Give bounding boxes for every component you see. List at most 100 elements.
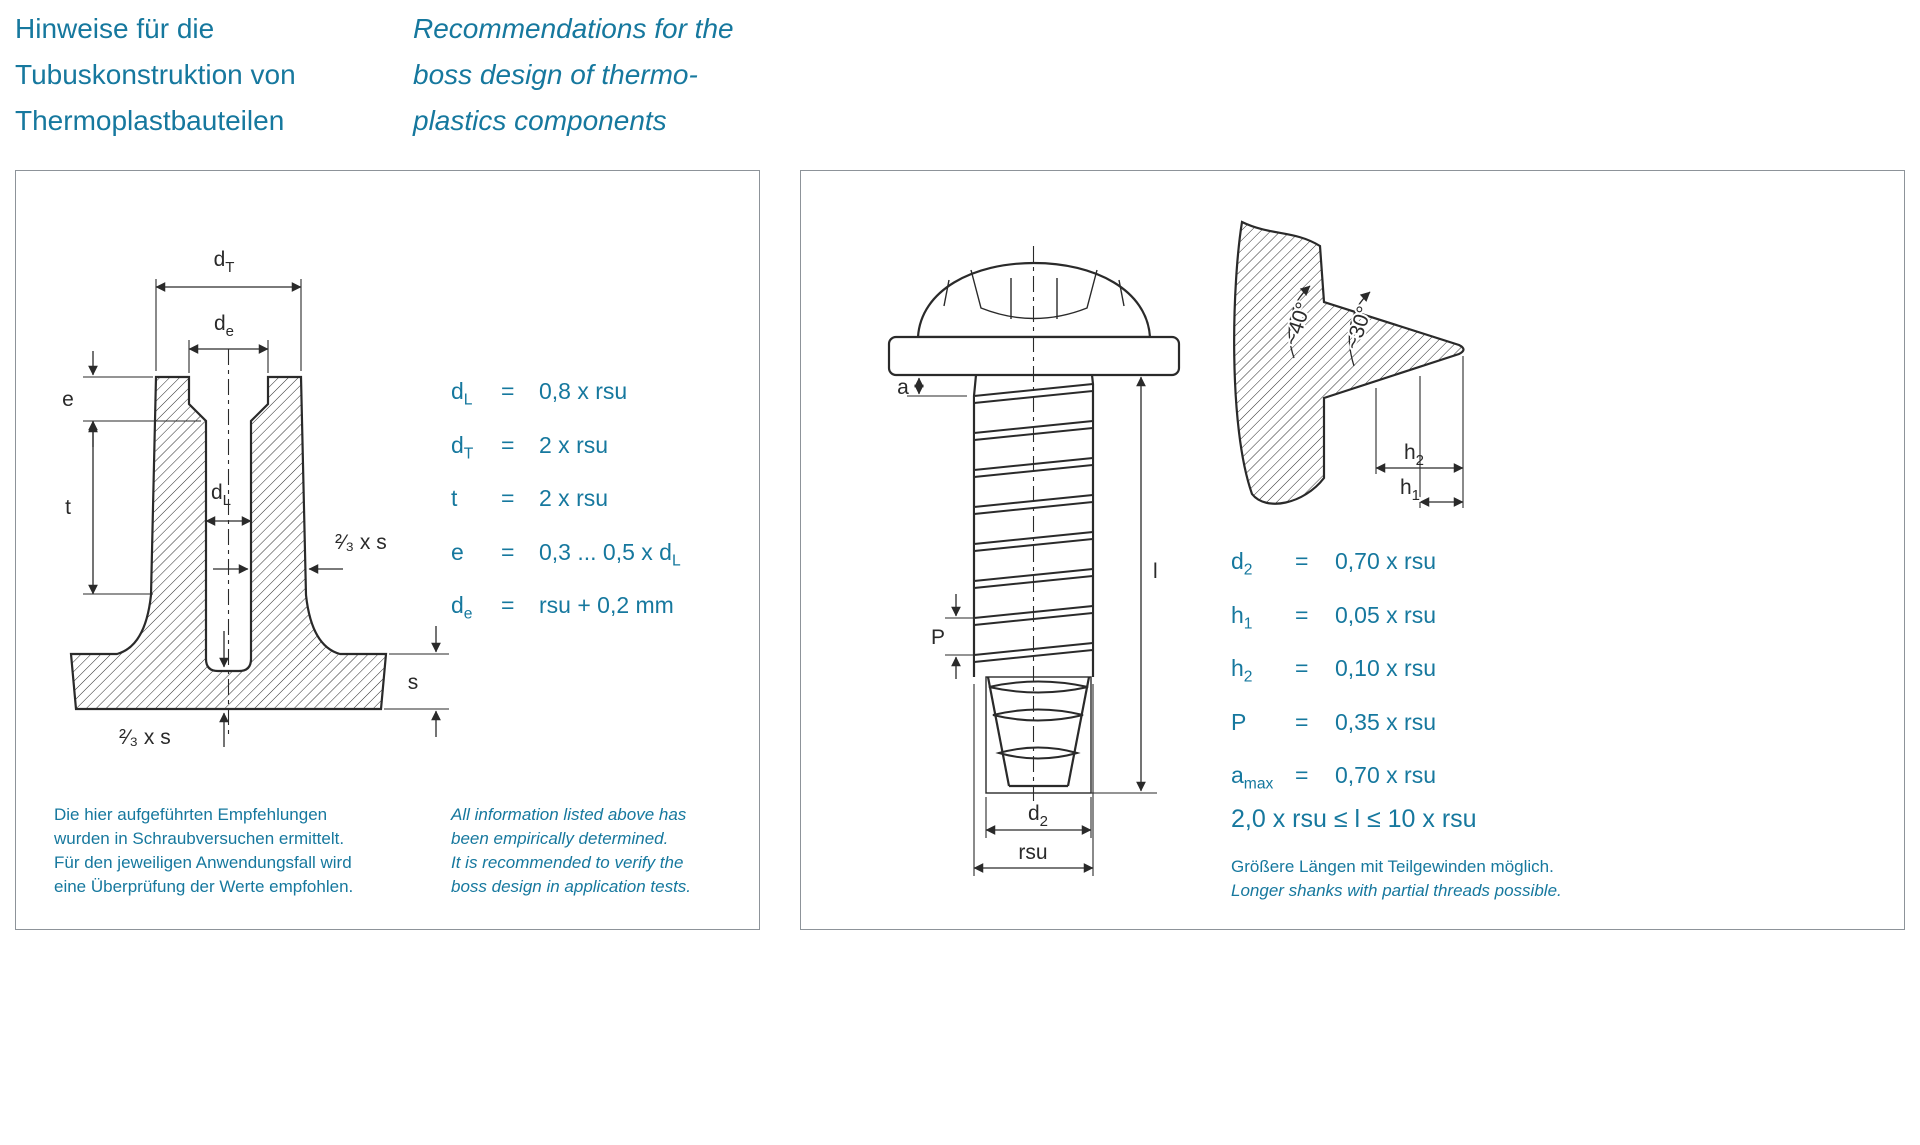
material-section-with-thread-tooth <box>1233 220 1465 505</box>
note-line: It is recommended to verify the <box>451 853 684 872</box>
formula-value: 2 x rsu <box>539 431 609 458</box>
formula-row: amax = 0,70 x rsu <box>1231 753 1436 807</box>
formula-row: P=0,35 x rsu <box>1231 700 1436 754</box>
boss-cross-section-drawing: dT de e t dL <box>62 248 449 749</box>
note-line: boss design in application tests. <box>451 877 692 896</box>
dim-de: de <box>188 312 269 373</box>
formula-row: d2 = 0,70 x rsu <box>1231 539 1436 593</box>
dim-h1: h1 <box>1398 376 1464 508</box>
tip-edge <box>986 676 1011 787</box>
formula-symbol: dT <box>451 431 474 463</box>
length-rule: 2,0 x rsu ≤ l ≤ 10 x rsu <box>1231 805 1477 833</box>
label-d2: d2 <box>1028 802 1048 830</box>
boss-note-en: All information listed above has been em… <box>451 803 691 899</box>
dim-p: P <box>931 594 973 679</box>
formula-value: 0,10 x rsu <box>1335 655 1436 682</box>
formula-symbol: d2 <box>1231 548 1253 579</box>
label-h1: h1 <box>1400 476 1420 504</box>
formula-symbol: h1 <box>1231 601 1253 633</box>
dim-l: l <box>1073 376 1158 794</box>
label-dt: dT <box>214 248 235 276</box>
screw-panel: a P l d2 <box>800 170 1905 930</box>
dim-dt: dT <box>155 248 302 371</box>
formula-row: e = 0,3 ... 0,5 x dL <box>451 530 681 584</box>
angle-40-arc <box>1288 285 1311 359</box>
label-wall-thickness: ²⁄₃ x s <box>335 531 387 554</box>
formula-equals: = <box>501 485 515 512</box>
label-h2: h2 <box>1404 441 1424 469</box>
screw-note-en: Longer shanks with partial threads possi… <box>1231 881 1562 900</box>
formula-symbol: h2 <box>1231 655 1253 686</box>
label-p: P <box>931 626 945 649</box>
formula-equals: = <box>1295 548 1309 574</box>
note-line: wurden in Schraubversuchen ermittelt. <box>54 829 345 848</box>
formula-symbol: t <box>451 485 458 512</box>
note-line: Die hier aufgeführten Empfehlungen <box>54 805 328 824</box>
title-en-line1: Recommendations for the <box>413 13 734 44</box>
formula-symbol: e <box>451 538 464 565</box>
screw-note-de: Größere Längen mit Teilgewinden möglich. <box>1231 857 1554 876</box>
title-de-line1: Hinweise für die <box>15 13 215 44</box>
page-title-de: Hinweise für die Tubuskonstruktion von T… <box>15 6 296 144</box>
head-surface-line <box>943 279 950 307</box>
shank-edge <box>1090 374 1095 385</box>
thread-crest <box>973 641 1094 664</box>
formula-symbol: dL <box>451 378 473 409</box>
formula-symbol: de <box>451 592 473 623</box>
screw-drawing: a P l d2 <box>887 246 1181 876</box>
label-a: a <box>897 376 909 399</box>
formula-value: 0,70 x rsu <box>1335 762 1436 789</box>
formula-equals: = <box>501 538 515 565</box>
formula-equals: = <box>501 378 515 404</box>
formula-equals: = <box>1295 601 1309 628</box>
formula-value: rsu + 0,2 mm <box>539 592 674 619</box>
formula-row: h2 = 0,10 x rsu <box>1231 646 1436 700</box>
thread-crest <box>973 530 1094 553</box>
formula-row: de = rsu + 0,2 mm <box>451 583 681 637</box>
dim-bottom-clearance: ²⁄₃ x s <box>119 631 229 749</box>
screw-tip-box <box>985 676 1092 794</box>
tip-forming-thread <box>988 680 1089 694</box>
angle-30-arc <box>1348 291 1371 367</box>
note-line: Für den jeweiligen Anwendungsfall wird <box>54 853 352 872</box>
formula-equals: = <box>1295 655 1309 682</box>
label-bottom-clearance: ²⁄₃ x s <box>119 726 171 749</box>
formula-symbol: P <box>1231 708 1247 735</box>
note-line: All information listed above has <box>451 805 687 824</box>
boss-formulas: dL=0,8 x rsu dT=2 x rsu t=2 x rsu e=0,3 … <box>451 369 681 637</box>
thread-crest <box>973 382 1094 405</box>
formula-row: t = 2 x rsu <box>451 476 681 530</box>
dim-d2: d2 <box>985 797 1092 838</box>
title-de-line2: Tubuskonstruktion von <box>15 59 296 90</box>
shank-edge <box>972 374 978 397</box>
title-en-line3: plastics components <box>413 105 667 136</box>
title-de-line3: Thermoplastbauteilen <box>15 105 285 136</box>
note-line: been empirically determined. <box>451 829 669 848</box>
tip-forming-thread <box>992 708 1084 722</box>
formula-value: 0,8 x rsu <box>539 378 628 404</box>
thread-crest <box>973 493 1094 516</box>
dim-a: a <box>897 376 967 399</box>
boss-note-de: Die hier aufgeführten Empfehlungen wurde… <box>54 803 353 899</box>
formula-value: 0,3 ... 0,5 x dL <box>539 538 681 570</box>
boss-panel: dT de e t dL <box>15 170 760 930</box>
formula-value: 0,05 x rsu <box>1335 601 1436 628</box>
formula-value: 0,70 x rsu <box>1335 548 1436 574</box>
label-e: e <box>62 388 74 411</box>
tip-edge <box>1066 676 1091 787</box>
formula-value: 2 x rsu <box>539 485 609 512</box>
dim-rsu: rsu <box>973 684 1094 876</box>
formula-equals: = <box>501 592 515 619</box>
formula-symbol: amax <box>1231 762 1274 793</box>
thread-profile-drawing: ~40° ~30° h2 h1 <box>1233 220 1465 508</box>
formula-row: dT=2 x rsu <box>451 423 681 477</box>
boss-section <box>69 375 388 711</box>
formula-equals: = <box>1295 762 1309 789</box>
label-de: de <box>214 312 234 340</box>
label-dl: dL <box>211 481 231 509</box>
dim-wall-thickness: ²⁄₃ x s <box>213 531 387 574</box>
screw-formulas: d2 = 0,70 x rsu h1 = 0,05 x rsu h2 = 0,10 x rs… <box>1231 539 1436 807</box>
formula-equals: = <box>1295 708 1309 735</box>
label-t: t <box>65 496 71 519</box>
note-line: eine Überprüfung der Werte empfohlen. <box>54 877 354 896</box>
